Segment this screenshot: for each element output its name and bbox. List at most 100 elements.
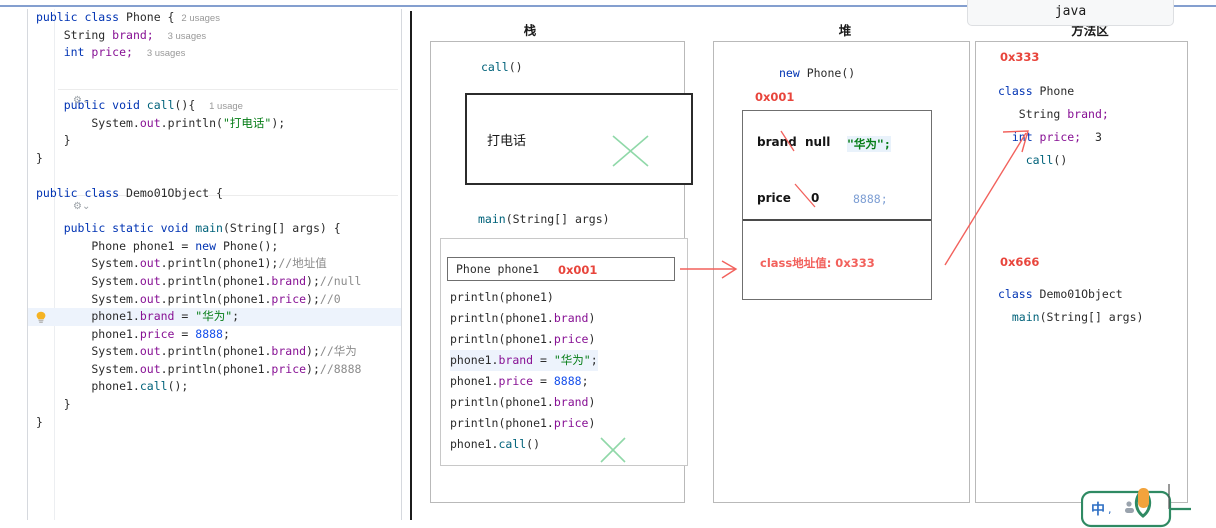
code-token: public class bbox=[36, 10, 126, 24]
code-token: out bbox=[140, 292, 161, 306]
stack-variable-address: 0x001 bbox=[558, 263, 597, 277]
code-token: brand bbox=[554, 395, 589, 409]
code-line: } bbox=[28, 150, 402, 168]
code-token: public class bbox=[36, 186, 126, 200]
code-token: 1 usage bbox=[209, 101, 243, 112]
intention-bulb-icon[interactable] bbox=[35, 311, 47, 324]
code-token: } bbox=[36, 415, 43, 429]
code-token: brand bbox=[498, 353, 533, 367]
code-token: 3 usages bbox=[147, 48, 186, 59]
code-token: 8888 bbox=[195, 327, 223, 341]
heap-field-old-brand: null bbox=[805, 135, 830, 149]
stack-main-statements: println(phone1)println(phone1.brand)prin… bbox=[450, 287, 598, 455]
code-line: int price; 3 usages bbox=[28, 44, 402, 62]
code-token: price bbox=[498, 374, 533, 388]
code-token: price; bbox=[91, 45, 133, 59]
code-token: ); bbox=[306, 344, 320, 358]
code-token: phone1. bbox=[36, 379, 140, 393]
code-text[interactable]: public class Phone { 2 usages String bra… bbox=[28, 9, 402, 431]
code-line: String brand; 3 usages bbox=[28, 27, 402, 45]
code-token: = bbox=[174, 309, 195, 323]
ime-punct-label: , bbox=[1108, 503, 1112, 516]
vertical-divider bbox=[410, 11, 412, 520]
code-token: //华为 bbox=[320, 344, 357, 358]
statement-line: main(String[] args) bbox=[998, 306, 1143, 329]
heap-field-name-price: price bbox=[757, 191, 791, 205]
code-line: System.out.println(phone1.price);//8888 bbox=[28, 361, 402, 379]
heap-object-box: brand null "华为"; price 0 8888; bbox=[742, 110, 932, 300]
statement-line: phone1.price = 8888; bbox=[450, 371, 598, 392]
code-token: price bbox=[554, 332, 589, 346]
heap-field-name-brand: brand bbox=[757, 135, 797, 149]
code-token: 8888 bbox=[554, 374, 582, 388]
code-token: "华为" bbox=[554, 353, 591, 367]
heap-field-new-price: 8888; bbox=[853, 192, 888, 206]
code-token: price bbox=[140, 327, 175, 341]
code-token: ) bbox=[588, 416, 595, 430]
code-token: ) bbox=[588, 311, 595, 325]
stack-variable-decl: Phone phone1 bbox=[456, 262, 539, 276]
code-token: out bbox=[140, 256, 161, 270]
code-line: phone1.price = 8888; bbox=[28, 326, 402, 344]
code-token bbox=[36, 221, 64, 235]
code-line: public static void main(String[] args) { bbox=[28, 220, 402, 238]
code-token: } bbox=[36, 397, 71, 411]
code-line: public class Phone { 2 usages bbox=[28, 9, 402, 27]
method-area-address-1: 0x333 bbox=[1000, 50, 1039, 64]
ime-icons[interactable]: 中 , bbox=[1081, 484, 1191, 528]
code-line bbox=[28, 62, 402, 80]
code-token: price bbox=[554, 416, 589, 430]
method-area-address-2: 0x666 bbox=[1000, 255, 1039, 269]
code-line bbox=[28, 167, 402, 185]
code-token: out bbox=[140, 274, 161, 288]
code-token: ; bbox=[591, 353, 598, 367]
code-token: ; bbox=[223, 327, 230, 341]
code-token: call bbox=[1026, 153, 1054, 167]
statement-line: println(phone1.brand) bbox=[450, 392, 598, 413]
run-gutter-icon[interactable]: ⚙⌄ bbox=[73, 95, 90, 106]
code-token: String bbox=[36, 28, 112, 42]
statement-line: int price; 3 bbox=[998, 126, 1109, 149]
code-line: System.out.println(phone1.brand);//华为 bbox=[28, 343, 402, 361]
code-line: } bbox=[28, 396, 402, 414]
code-token: .println(phone1. bbox=[161, 274, 272, 288]
code-token: 3 bbox=[1081, 130, 1102, 144]
window-tab-java[interactable]: java bbox=[967, 0, 1174, 26]
code-token: (); bbox=[168, 379, 189, 393]
code-token: Phone { bbox=[126, 10, 181, 24]
heap-object-inner-divider bbox=[743, 219, 931, 221]
statement-line: String brand; bbox=[998, 103, 1109, 126]
code-token: //null bbox=[320, 274, 362, 288]
code-token: brand bbox=[271, 344, 306, 358]
heap-new-ctor: Phone() bbox=[800, 66, 855, 80]
statement-line: class Demo01Object bbox=[998, 283, 1143, 306]
code-token: println(phone1. bbox=[450, 311, 554, 325]
code-token: int bbox=[998, 130, 1040, 144]
heap-panel-title: 堆 bbox=[790, 20, 900, 39]
statement-line: phone1.brand = "华为"; bbox=[450, 350, 598, 371]
code-token bbox=[36, 98, 64, 112]
code-token: (String[] args) { bbox=[223, 221, 341, 235]
statement-line: class Phone bbox=[998, 80, 1109, 103]
code-token: "打电话" bbox=[223, 116, 271, 130]
statement-line: println(phone1.price) bbox=[450, 413, 598, 434]
code-token: brand bbox=[554, 311, 589, 325]
code-token: Phone(); bbox=[223, 239, 278, 253]
ime-floating-toolbar[interactable]: 中 , bbox=[1081, 484, 1191, 528]
run-gutter-icon-2[interactable]: ⚙⌄ bbox=[73, 201, 90, 212]
code-token: .println(phone1. bbox=[161, 362, 272, 376]
code-token: call bbox=[147, 98, 175, 112]
method-area-class-phone: class Phone String brand; int price; 3 c… bbox=[998, 80, 1109, 172]
code-line: System.out.println(phone1.price);//0 bbox=[28, 291, 402, 309]
code-editor-panel[interactable]: public class Phone { 2 usages String bra… bbox=[27, 9, 402, 520]
code-token: ); bbox=[306, 274, 320, 288]
code-token: ) bbox=[588, 332, 595, 346]
code-token: class bbox=[998, 84, 1040, 98]
code-line: phone1.brand = "华为"; bbox=[28, 308, 402, 326]
code-token: ); bbox=[271, 116, 285, 130]
code-token: //地址值 bbox=[278, 256, 326, 270]
heap-field-old-price: 0 bbox=[811, 191, 819, 205]
code-token bbox=[154, 28, 168, 42]
code-token: brand bbox=[140, 309, 175, 323]
code-token: phone1. bbox=[450, 437, 498, 451]
